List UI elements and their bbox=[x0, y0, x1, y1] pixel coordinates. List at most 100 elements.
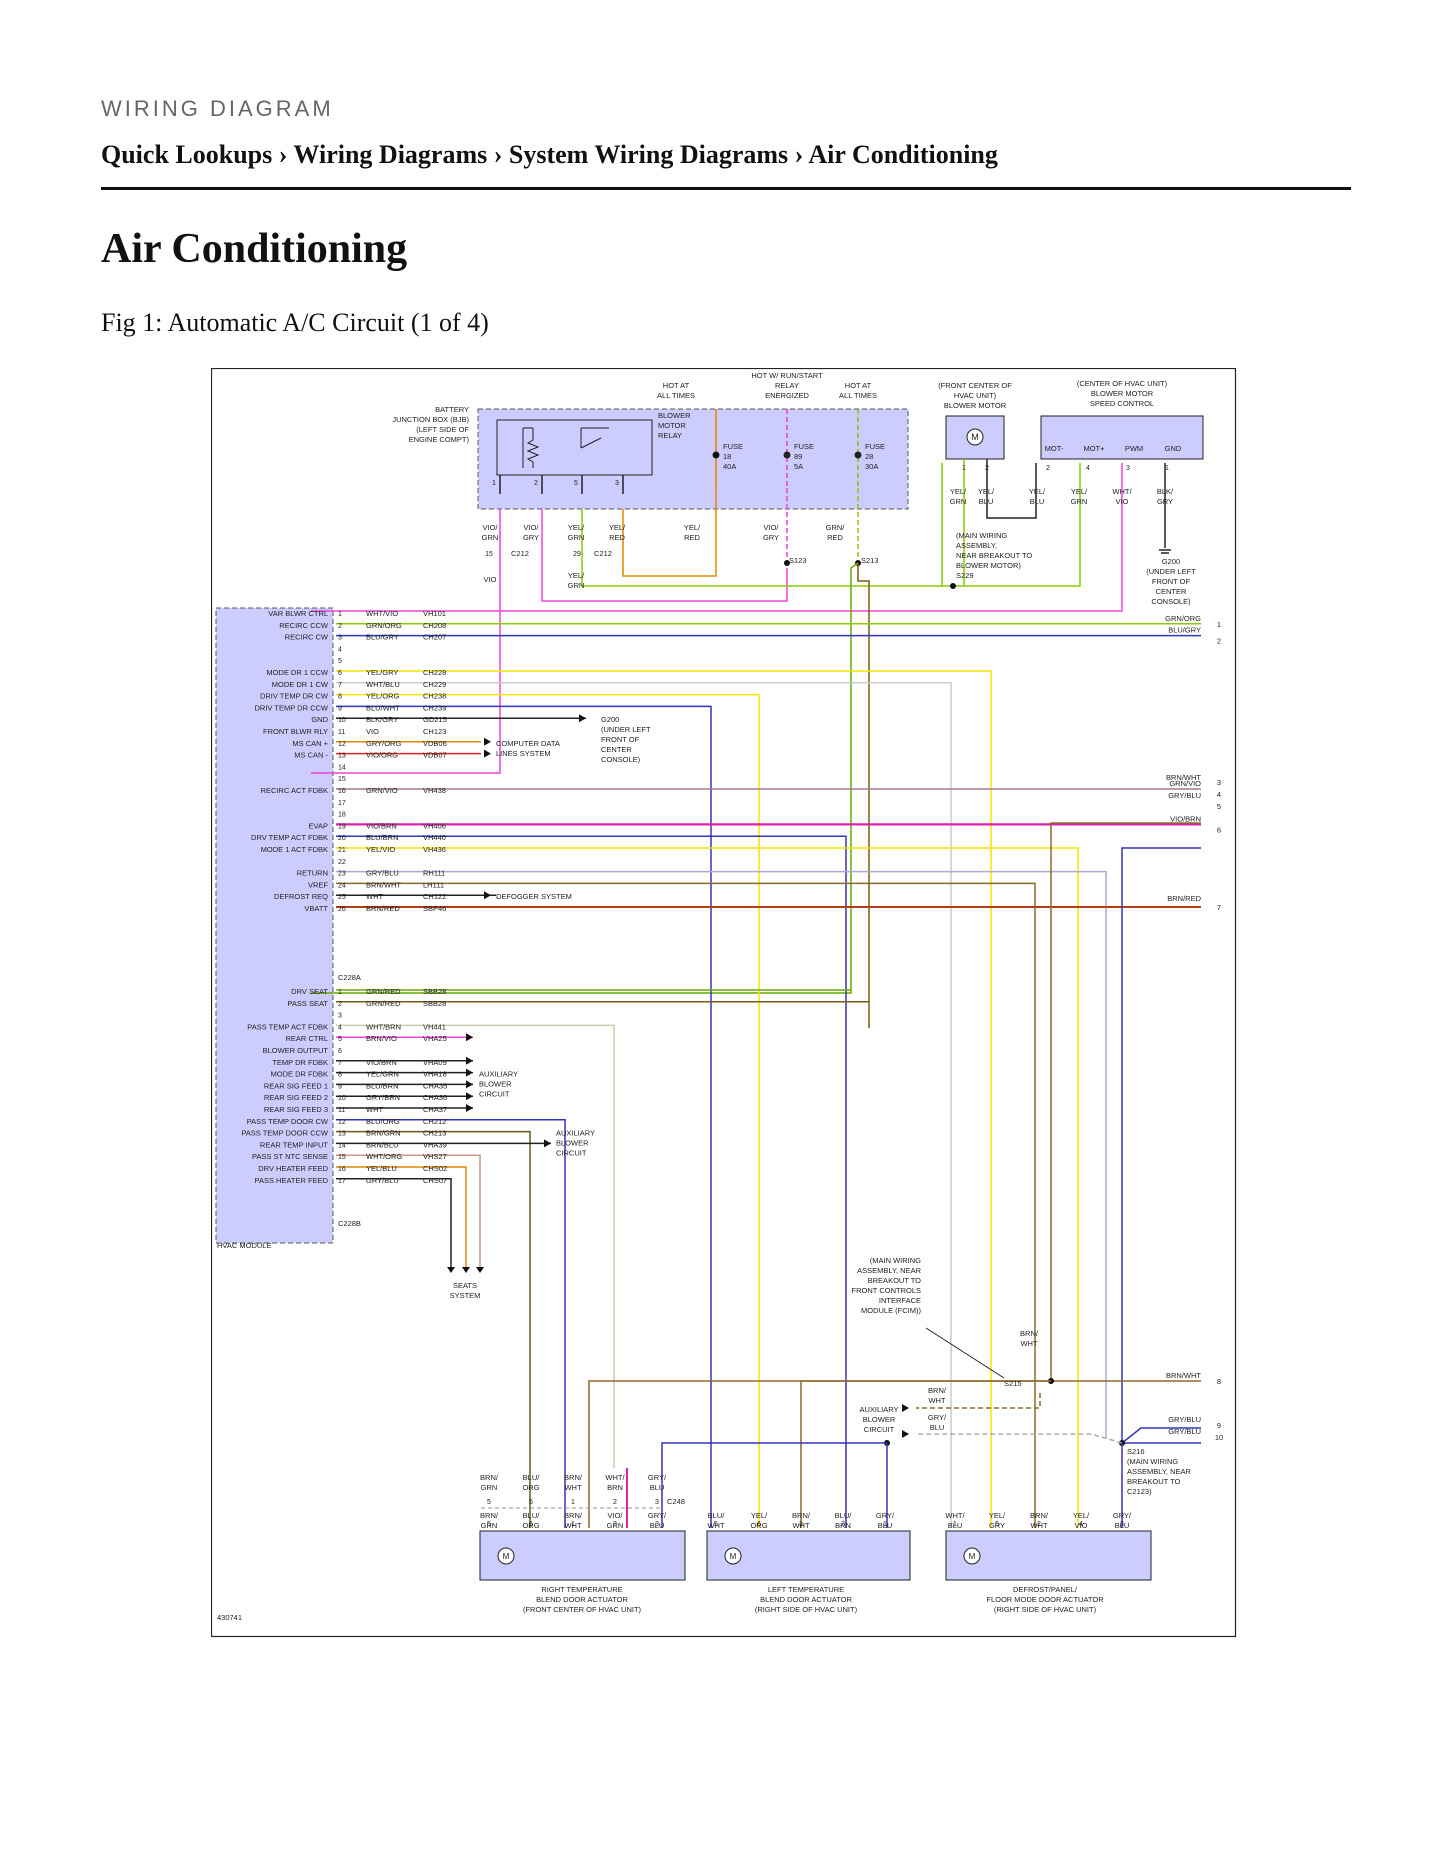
wire-gry-blu-9 bbox=[1121, 1427, 1201, 1444]
pin-b-circuit: VHS27 bbox=[423, 1152, 447, 1161]
act2-wire-label: BRN bbox=[835, 1521, 851, 1530]
splice-s123: S123 bbox=[789, 556, 807, 565]
arrow-seats-1 bbox=[447, 1267, 455, 1273]
bm-pin: 2 bbox=[985, 465, 989, 472]
pin-b-num: 13 bbox=[338, 1131, 346, 1138]
bjb-label: BATTERY bbox=[435, 405, 469, 414]
act1-title: RIGHT TEMPERATURE bbox=[541, 1585, 622, 1594]
yel-grn-label: GRN bbox=[568, 581, 585, 590]
top-wire-label: BLK/ bbox=[1157, 487, 1174, 496]
pin-a-wire: VIO bbox=[366, 727, 379, 736]
pin-a-wire: GRN/ORG bbox=[366, 621, 402, 630]
motor-m: M bbox=[971, 432, 979, 442]
pin-a-label: RECIRC CW bbox=[285, 633, 329, 642]
right-wire-label: BRN/WHT bbox=[1166, 1371, 1201, 1380]
wire-aux-gry bbox=[916, 1433, 1123, 1444]
blower-motor-label: HVAC UNIT) bbox=[954, 391, 997, 400]
g200-label: G200 bbox=[1162, 557, 1180, 566]
arrow-aux-11 bbox=[466, 1104, 473, 1112]
arrow-g200b bbox=[579, 714, 586, 723]
top-wire-label: RED bbox=[684, 533, 700, 542]
act2-pin: 3 bbox=[799, 1521, 803, 1528]
act3-wire-label: WHT/ bbox=[945, 1511, 965, 1520]
wire-yel-grn bbox=[581, 463, 943, 587]
hot-label-a: ALL TIMES bbox=[657, 391, 695, 400]
right-wire-num: 7 bbox=[1217, 903, 1221, 912]
s229-label: BLOWER MOTOR) bbox=[956, 561, 1021, 570]
vio-label: VIO bbox=[484, 575, 497, 584]
c248-pin: 6 bbox=[529, 1499, 533, 1506]
pin-a-num: 13 bbox=[338, 753, 346, 760]
pin-a-label: DRIV TEMP DR CW bbox=[260, 692, 329, 701]
act2-pin: 6 bbox=[757, 1521, 761, 1528]
sc-pin: 1 bbox=[1165, 465, 1169, 472]
act2-title: BLEND DOOR ACTUATOR bbox=[760, 1595, 852, 1604]
defogger-label: DEFOGGER SYSTEM bbox=[496, 892, 572, 901]
blower-motor-label: BLOWER MOTOR bbox=[944, 401, 1007, 410]
act1-wire-label: ORG bbox=[522, 1521, 539, 1530]
fuse-28 bbox=[854, 409, 862, 488]
s229-label: (MAIN WIRING bbox=[956, 531, 1007, 540]
act2-motor-icon bbox=[724, 1547, 742, 1565]
fuse-89-label: 5A bbox=[794, 462, 803, 471]
g200b-label: (UNDER LEFT bbox=[601, 725, 651, 734]
act2-wire-label: BLU bbox=[878, 1521, 893, 1530]
act3-wire-label: YEL/ bbox=[1073, 1511, 1090, 1520]
pin-b-num: 14 bbox=[338, 1142, 346, 1149]
pin-a-circuit: SBP46 bbox=[423, 904, 446, 913]
pin-a-circuit: CH123 bbox=[423, 727, 446, 736]
bjb-label: ENGINE COMPT) bbox=[409, 435, 470, 444]
s215-wire-b: GRY/ bbox=[928, 1413, 947, 1422]
pin-b-circuit: CH213 bbox=[423, 1129, 446, 1138]
arrow-aux-10 bbox=[466, 1092, 473, 1101]
pin-a-circuit: CH228 bbox=[423, 668, 446, 677]
act3-motor-icon bbox=[963, 1547, 981, 1565]
pin-b-wire: BRN/BLU bbox=[366, 1140, 399, 1149]
act2-wire-label: WHT bbox=[707, 1521, 724, 1530]
act2-pin: 5 bbox=[714, 1521, 718, 1528]
bjb-label: JUNCTION BOX (BJB) bbox=[392, 415, 469, 424]
wire-mot-plus bbox=[942, 463, 1081, 587]
wire-gry-blu-b17 bbox=[336, 1178, 452, 1268]
pin-a-num: 15 bbox=[338, 776, 346, 783]
pin-b-circuit: CHS07 bbox=[423, 1176, 447, 1185]
aux-blower-label-2: CIRCUIT bbox=[556, 1149, 587, 1158]
speed-pin-MOT+: MOT+ bbox=[1083, 444, 1105, 453]
act2-pin: 1 bbox=[883, 1521, 887, 1528]
act1-motor-icon bbox=[497, 1547, 515, 1565]
c248-upper-label: BLU bbox=[650, 1483, 665, 1492]
act2-wire-label: WHT bbox=[792, 1521, 809, 1530]
wire-blu-brn bbox=[336, 835, 847, 1528]
c248-pin: 3 bbox=[655, 1499, 659, 1506]
pin-b-circuit: CHA36 bbox=[423, 1093, 447, 1102]
wire-grn-red-2 bbox=[311, 562, 859, 994]
pin-a-label: MS CAN - bbox=[294, 751, 328, 760]
pin-b-circuit: CHS02 bbox=[423, 1164, 447, 1173]
splice-s213: S213 bbox=[861, 556, 879, 565]
breadcrumb[interactable]: Quick Lookups › Wiring Diagrams › System… bbox=[101, 140, 998, 169]
wire-wht-org bbox=[336, 1154, 481, 1268]
pin-a-num: 9 bbox=[338, 705, 342, 712]
fuse-28-label: 28 bbox=[865, 452, 873, 461]
wire-brn-wht-3 bbox=[1050, 822, 1201, 1381]
arrow-seats-3 bbox=[476, 1267, 484, 1273]
right-wire-label: GRY/BLU bbox=[1168, 1415, 1201, 1424]
pin-a-label: VBATT bbox=[304, 904, 328, 913]
pin-a-wire: BLU/WHT bbox=[366, 703, 400, 712]
fuse-18-label: 40A bbox=[723, 462, 736, 471]
fuse-89-label: 89 bbox=[794, 452, 802, 461]
hot-label-c: ALL TIMES bbox=[839, 391, 877, 400]
right-wire-label: BRN/WHT bbox=[1166, 773, 1201, 782]
pin-b-label: REAR TEMP INPUT bbox=[260, 1140, 328, 1149]
pin-b-num: 12 bbox=[338, 1119, 346, 1126]
arrow-can-minus bbox=[484, 749, 491, 758]
blower-motor-relay bbox=[496, 419, 653, 476]
right-wire-label: GRY/BLU bbox=[1168, 1427, 1201, 1436]
wire-vio-gry bbox=[541, 509, 788, 602]
wire-gry-blu-5 bbox=[1121, 847, 1201, 1443]
right-wire-label: BRN/RED bbox=[1167, 894, 1201, 903]
act1-pin: 3 bbox=[655, 1521, 659, 1528]
pin-a-wire: WHT/VIO bbox=[366, 609, 398, 618]
fcim-label: (MAIN WIRING bbox=[870, 1256, 921, 1265]
fcim-leader bbox=[925, 1327, 1005, 1379]
